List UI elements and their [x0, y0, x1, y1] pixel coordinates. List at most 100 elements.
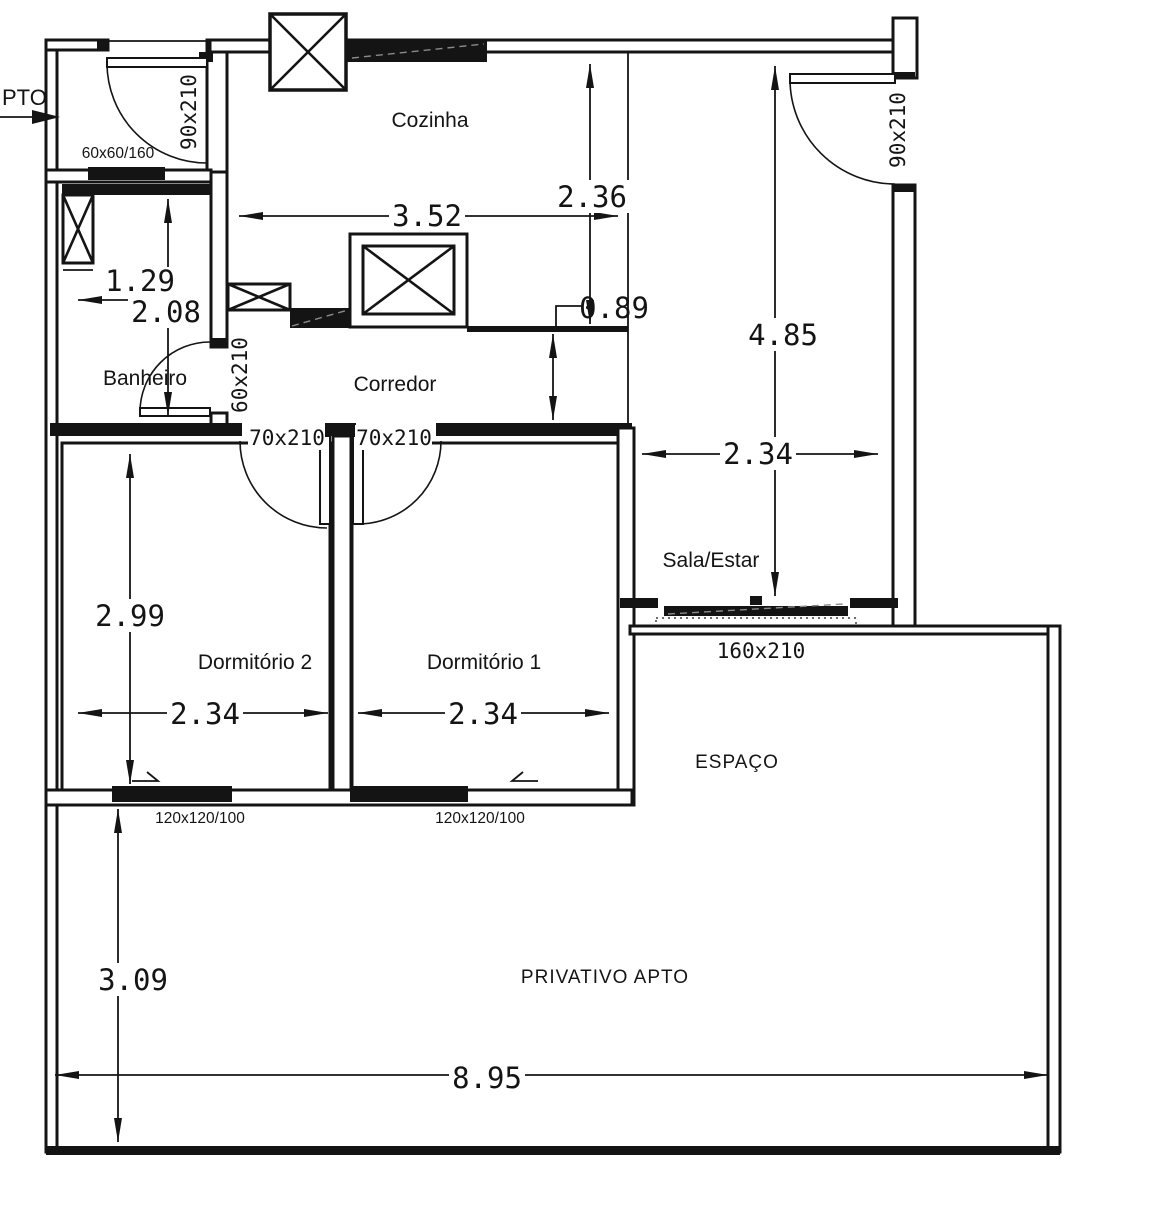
dorm1-inner-outline — [350, 441, 620, 792]
arrowhead — [78, 296, 102, 304]
opening-dorm2-window: 120x120/100 — [155, 810, 245, 827]
wall-espaco-top — [628, 624, 1060, 636]
wall-corridor-bottom-stub — [325, 423, 356, 436]
column-shaft-icon — [268, 12, 348, 92]
wall-right-sala — [891, 183, 917, 630]
labels: Cozinha Banheiro Corredor Dormitório 2 D… — [2, 74, 910, 1095]
wall-corridor-top — [467, 326, 628, 332]
dim-leader-corridor — [555, 305, 582, 332]
opening-sala-door: 90x210 — [886, 92, 910, 168]
sala-door-swing-icon — [789, 73, 896, 185]
arrowhead — [114, 1118, 122, 1142]
area-label-privativo-apto: PRIVATIVO APTO — [521, 967, 689, 988]
kitchen-counter-icon — [226, 282, 292, 312]
arrowhead — [549, 396, 557, 420]
entry-arrowhead — [32, 110, 60, 124]
dim-dorm1-width: 2.34 — [448, 697, 518, 731]
opening-dorm1-window: 120x120/100 — [435, 810, 525, 827]
dorm1-window-tick-icon — [509, 771, 538, 782]
dorm2-inner-outline — [60, 441, 332, 792]
balcony-sliding-door-bar — [664, 606, 848, 616]
arrowhead — [594, 212, 618, 220]
doors — [106, 57, 896, 782]
wall-top-hatch — [351, 43, 485, 59]
banheiro-door-swing-icon — [139, 341, 211, 417]
balcony-door-hatch — [667, 603, 845, 615]
dorm1-window-bar — [350, 786, 468, 802]
arrowhead — [114, 809, 122, 833]
kitchen-counter-hatch — [291, 309, 349, 327]
opening-balcony-door: 160x210 — [717, 639, 806, 663]
banheiro-shaft-icon — [61, 193, 95, 271]
wall-bottom-outer — [46, 1146, 1060, 1155]
arrowhead — [771, 572, 779, 596]
arrowhead — [164, 199, 172, 223]
wall-banheiro-right — [209, 170, 229, 349]
arrowhead — [586, 64, 594, 88]
sala-door-jamb-top — [893, 72, 915, 79]
wall-left-outer — [44, 38, 59, 1154]
arrowhead — [585, 709, 609, 717]
arrowhead — [239, 212, 263, 220]
dimension-text-backgrounds — [92, 180, 821, 1094]
room-label-cozinha: Cozinha — [391, 109, 468, 132]
wall-top-right-stub — [891, 16, 919, 80]
room-label-banheiro: Banheiro — [103, 367, 187, 390]
room-label-dormitorio2: Dormitório 2 — [198, 651, 312, 674]
wall-espaco-right — [1046, 624, 1062, 1154]
opening-dorm2-door: 70x210 — [249, 426, 325, 450]
dim-corridor-width: 0.89 — [579, 291, 649, 325]
arrowhead — [78, 709, 102, 717]
sala-door-jamb-bottom — [893, 185, 915, 192]
hall-window-bar — [88, 167, 165, 180]
wall-sala-left — [616, 426, 636, 807]
dim-dorm2-width: 2.34 — [170, 697, 240, 731]
wall-corridor-bottom-seg1 — [211, 423, 242, 436]
room-label-dormitorio1: Dormitório 1 — [427, 651, 541, 674]
opening-hall-window: 60x60/160 — [82, 145, 155, 162]
dim-banheiro-depth: 2.08 — [131, 295, 201, 329]
arrowhead — [164, 392, 172, 416]
dim-sala-width: 2.34 — [723, 437, 793, 471]
wall-banheiro-bottom — [50, 423, 211, 436]
arrowhead — [358, 709, 382, 717]
dim-privativo-depth: 3.09 — [98, 963, 168, 997]
fixtures — [61, 12, 469, 329]
opening-entry-door: 90x210 — [177, 74, 201, 150]
room-label-sala-estar: Sala/Estar — [663, 549, 760, 572]
room-label-corredor: Corredor — [354, 373, 437, 396]
dim-kitchen-width: 3.52 — [392, 199, 462, 233]
opening-dorm1-door: 70x210 — [356, 426, 432, 450]
arrowhead — [771, 66, 779, 90]
walls — [44, 16, 1062, 1155]
arrowhead — [304, 709, 328, 717]
arrowhead — [854, 450, 878, 458]
banheiro-door-jamb-top — [211, 338, 227, 347]
balcony-door-stop — [750, 596, 762, 605]
arrowhead — [126, 760, 134, 784]
dim-total-width: 8.95 — [452, 1061, 522, 1095]
arrowhead — [126, 454, 134, 478]
entry-door-jamb-left — [97, 41, 107, 50]
dim-dorm2-depth: 2.99 — [95, 599, 165, 633]
dorm2-window-bar — [112, 786, 232, 802]
dim-kitchen-depth: 2.36 — [557, 180, 627, 214]
arrowhead — [642, 450, 666, 458]
dim-banheiro-width: 1.29 — [105, 264, 175, 298]
kitchen-shaft-icon — [348, 232, 469, 329]
wall-corridor-bottom-seg2 — [436, 423, 632, 436]
arrowhead — [55, 1071, 79, 1079]
arrowhead — [586, 300, 594, 324]
arrowhead — [1024, 1071, 1048, 1079]
wall-top-entry — [44, 38, 110, 52]
opening-banheiro-door: 60x210 — [228, 337, 252, 413]
area-label-espaco: ESPAÇO — [695, 752, 779, 773]
wall-dorm-divider — [331, 434, 353, 807]
dim-sala-depth: 4.85 — [748, 318, 818, 352]
entry-reference-label: PTO — [2, 85, 47, 110]
wall-banheiro-top-inner — [62, 184, 211, 195]
arrowhead — [549, 334, 557, 358]
dorm2-window-tick-icon — [132, 771, 161, 782]
